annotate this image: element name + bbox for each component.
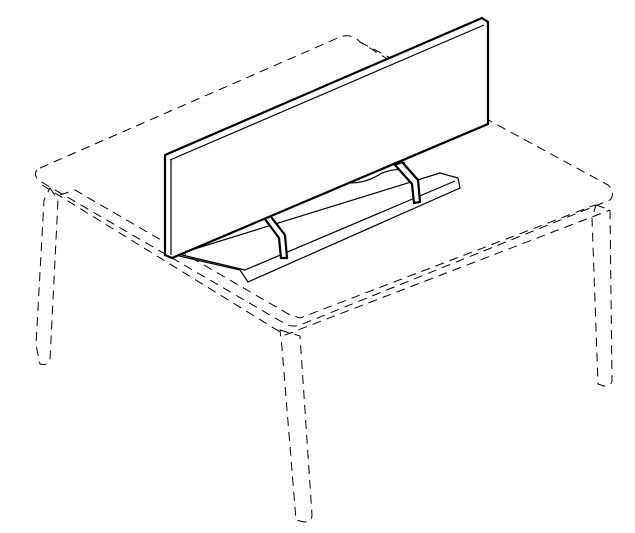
right-bracket <box>393 160 422 205</box>
left-leg <box>35 187 59 365</box>
tray-inner-edge <box>181 180 456 271</box>
tabletop-top-edge <box>34 35 614 327</box>
tabletop-bottom-edge <box>41 184 611 336</box>
screen-top-inner <box>169 24 485 161</box>
tray-body <box>172 172 461 283</box>
desk-screen <box>163 16 490 260</box>
right-leg <box>591 204 613 387</box>
tabletop-underside <box>59 189 596 319</box>
table-legs <box>35 187 613 523</box>
front-leg <box>279 329 313 523</box>
left-bracket <box>260 211 289 260</box>
screen-panel <box>163 16 490 260</box>
